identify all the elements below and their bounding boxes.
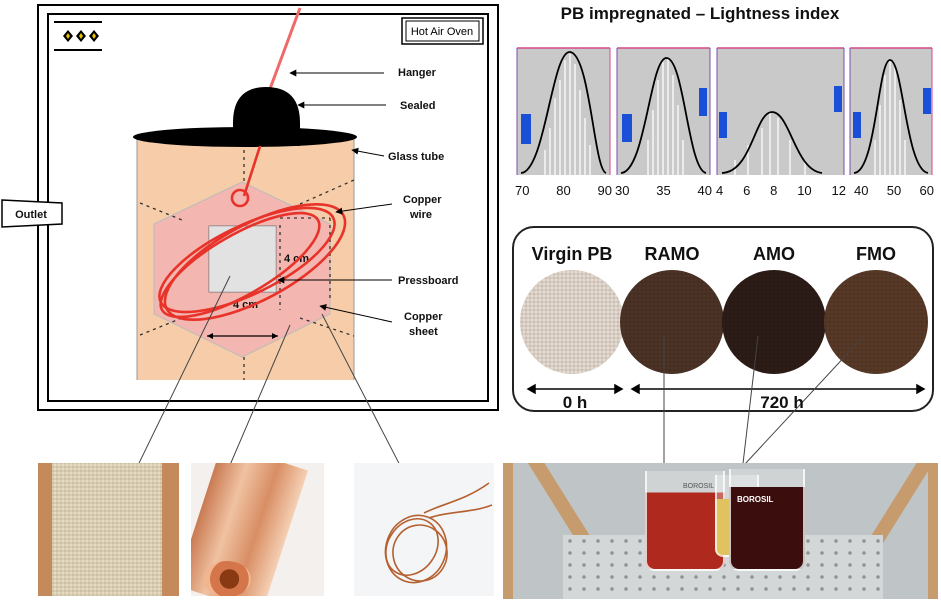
photo-copper-wire [354,463,494,596]
sealed-cap [233,87,300,146]
tick-label: 4 [716,183,724,198]
copper-wire-label-2: wire [409,209,432,221]
histogram-ticks-3: 4 6 8 10 12 [716,183,846,198]
tick-label: 40 [697,183,712,198]
pressboard-label: Pressboard [398,275,459,287]
sample-label-virgin-pb: Virgin PB [531,244,613,264]
beaker-fmo: BOROSIL [729,469,805,571]
tick-label: 10 [797,183,812,198]
sample-label-amo: AMO [753,244,795,264]
tick-label: 90 [597,183,612,198]
photo-pressboard [38,463,179,596]
oven-title: Hot Air Oven [411,26,473,38]
tick-label: 70 [515,183,530,198]
tick-label: 80 [556,183,571,198]
tick-label: 6 [743,183,751,198]
sample-label-ramo: RAMO [644,244,700,264]
time-label-start: 0 h [562,393,588,412]
oven-indicator-icon [63,30,99,42]
histogram-ticks-1: 70 80 90 [515,183,612,198]
sample-ramo [620,270,724,374]
time-label-end: 720 h [760,393,804,412]
tick-label: 60 [919,183,934,198]
tick-label: 8 [770,183,778,198]
photo-copper-sheet [191,463,324,596]
sample-label-fmo: FMO [856,244,896,264]
oven-title-box [401,17,484,45]
dim-width-label: 4 cm [233,299,258,311]
copper-wire-coil [158,188,347,322]
beaker-brand-label: BOROSIL [737,495,774,504]
histogram-ticks-2: 30 35 40 [615,183,712,198]
sample-amo [722,270,826,374]
tick-label: 40 [854,183,869,198]
beaker-brand-label-2: BOROSIL [683,483,715,490]
tick-label: 50 [886,183,902,198]
histogram-title: PB impregnated – Lightness index [560,4,840,23]
sealed-label: Sealed [400,100,435,112]
copper-sheet-label-2: sheet [409,326,438,338]
outlet-port [1,199,63,228]
glass-tube-label: Glass tube [388,151,444,163]
tick-label: 30 [615,183,630,198]
sample-fmo [824,270,928,374]
samples-panel [512,226,934,412]
photo-beakers: BOROSIL BOROSIL [503,463,938,599]
outlet-label: Outlet [15,209,47,221]
copper-sheet-label: Copper [404,311,443,323]
hanger-label: Hanger [398,67,437,79]
tick-label: 35 [656,183,671,198]
copper-wire-label: Copper [403,194,442,206]
histogram-ticks-4: 40 50 60 [854,183,934,198]
sample-virgin-pb [520,270,624,374]
tick-label: 12 [831,183,846,198]
